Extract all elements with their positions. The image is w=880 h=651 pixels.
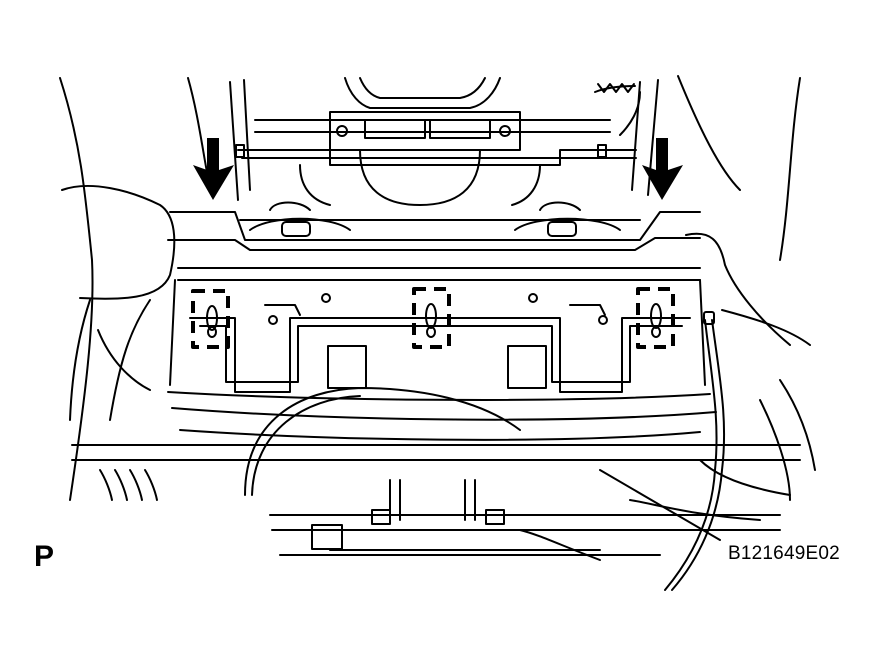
frame-plate — [167, 267, 717, 441]
clip-highlight-right — [636, 287, 675, 349]
seat-side-covers — [59, 77, 816, 501]
direction-arrows — [193, 138, 683, 200]
clip-highlight-left — [191, 289, 230, 349]
clip-highlight-boxes — [191, 287, 675, 349]
view-label: P — [34, 540, 55, 573]
upper-crossbar — [167, 201, 701, 251]
arrow-left — [193, 138, 234, 200]
lower-seat-frame — [71, 444, 801, 561]
clip-rings — [206, 303, 662, 338]
figure-code: B121649E02 — [728, 543, 840, 564]
clip-highlight-center — [412, 287, 451, 349]
wire-harness — [109, 299, 726, 591]
arrow-right — [642, 138, 683, 200]
seatback-frame — [187, 75, 741, 206]
